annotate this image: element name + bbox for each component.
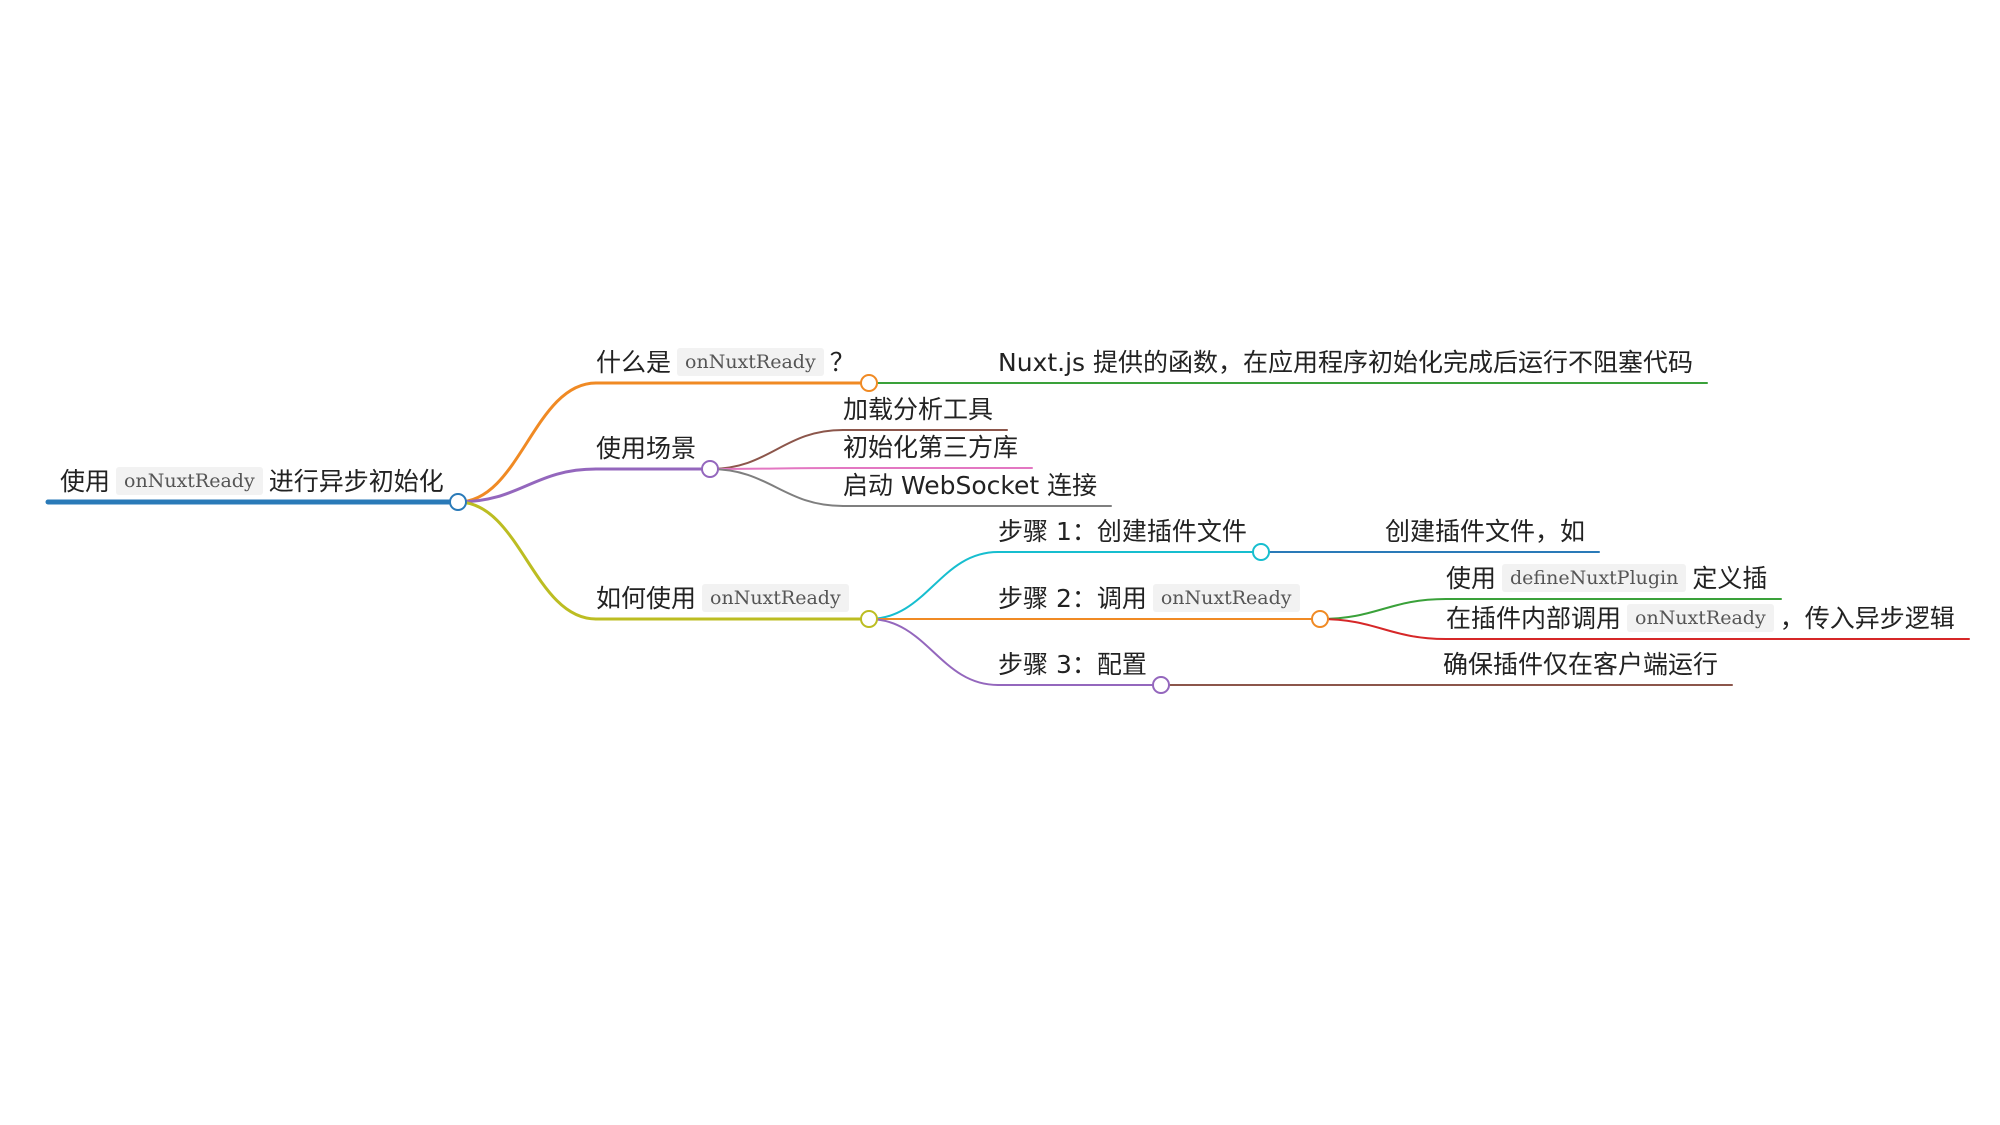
step-3-label[interactable]: 步骤 3：配置 — [998, 648, 1147, 682]
step-1-detail-text: 创建插件文件，如 — [1385, 517, 1586, 546]
edge-branch-1-child-0 — [709, 429, 844, 470]
definition-text: Nuxt.js 提供的函数，在应用程序初始化完成后运行不阻塞代码 — [998, 348, 1694, 377]
root-code-onnuxtready: onNuxtReady — [116, 467, 263, 495]
edge-root-branch-0 — [456, 381, 598, 504]
branch-what-is-suffix: ？ — [829, 348, 855, 377]
edge-branch-2-child-2 — [868, 618, 999, 686]
step-1-text: 步骤 1：创建插件文件 — [998, 517, 1247, 546]
edge-branch-1-child-1 — [709, 467, 844, 470]
edge-root-branch-1 — [456, 467, 598, 504]
edge-child-1-leaf-0 — [1319, 598, 1447, 620]
use-case-third-party-text: 初始化第三方库 — [843, 433, 1019, 462]
root-toggle-knob — [449, 493, 467, 511]
edge-branch-1-child-2 — [709, 468, 844, 507]
edge-root-branch-2 — [456, 500, 598, 621]
step-2-call-code: onNuxtReady — [1627, 604, 1774, 632]
step-1-detail-label[interactable]: 创建插件文件，如 — [1385, 515, 1585, 549]
child-toggle-knob-2-2 — [1152, 676, 1170, 694]
use-case-analytics-text: 加载分析工具 — [843, 395, 994, 424]
root-text-1: 使用 — [60, 467, 111, 496]
use-case-analytics-label[interactable]: 加载分析工具 — [843, 393, 993, 427]
branch-use-cases-text: 使用场景 — [596, 434, 697, 463]
branch-what-is-code: onNuxtReady — [677, 348, 824, 376]
step-3-detail-text: 确保插件仅在客户端运行 — [1443, 650, 1719, 679]
use-case-third-party-label[interactable]: 初始化第三方库 — [843, 431, 1018, 465]
step-2-define-code: defineNuxtPlugin — [1502, 564, 1687, 592]
step-3-detail-label[interactable]: 确保插件仅在客户端运行 — [1443, 648, 1718, 682]
step-1-label[interactable]: 步骤 1：创建插件文件 — [998, 515, 1247, 549]
use-case-websocket-label[interactable]: 启动 WebSocket 连接 — [843, 469, 1097, 503]
edge-child-1-leaf-1 — [1319, 618, 1447, 640]
root-text-2: 进行异步初始化 — [268, 467, 444, 496]
step-3-text: 步骤 3：配置 — [998, 650, 1147, 679]
step-2-define-text-2: 定义插 — [1692, 564, 1768, 593]
branch-toggle-knob-1 — [701, 460, 719, 478]
step-2-text: 步骤 2：调用 — [998, 584, 1147, 613]
edge-branch-2-child-0 — [868, 551, 999, 620]
child-toggle-knob-2-1 — [1311, 610, 1329, 628]
branch-use-cases-label[interactable]: 使用场景 — [596, 432, 696, 466]
child-toggle-knob-2-0 — [1252, 543, 1270, 561]
use-case-websocket-text: 启动 WebSocket 连接 — [843, 471, 1098, 500]
branch-toggle-knob-0 — [860, 374, 878, 392]
branch-how-to-use-code: onNuxtReady — [702, 584, 849, 612]
step-2-call-text-2: ，传入异步逻辑 — [1779, 604, 1955, 633]
step-2-define-text-1: 使用 — [1446, 564, 1497, 593]
branch-toggle-knob-2 — [860, 610, 878, 628]
branch-how-to-use-text: 如何使用 — [596, 584, 697, 613]
definition-label[interactable]: Nuxt.js 提供的函数，在应用程序初始化完成后运行不阻塞代码 — [998, 346, 1693, 380]
step-2-call-text-1: 在插件内部调用 — [1446, 604, 1622, 633]
branch-what-is-text: 什么是 — [596, 348, 672, 377]
step-2-code: onNuxtReady — [1152, 584, 1300, 612]
